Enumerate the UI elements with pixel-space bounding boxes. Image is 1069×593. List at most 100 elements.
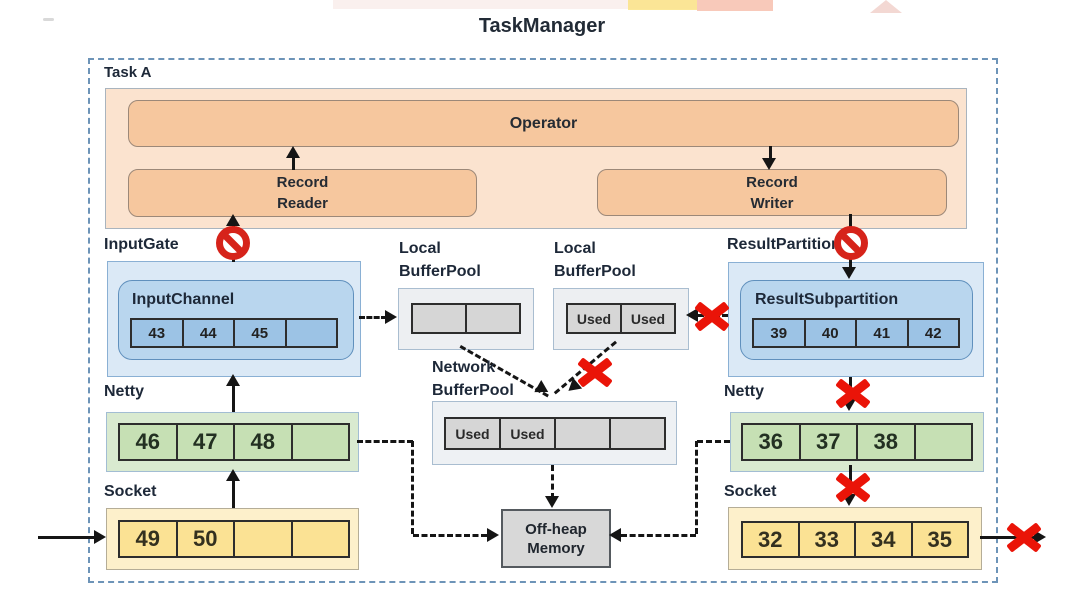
arrowhead [762, 158, 776, 170]
local-bufferpool-left-box [398, 288, 534, 350]
local-bufferpool-right-cells: Used Used [566, 303, 676, 334]
operator-box: Operator [128, 100, 959, 147]
arrowhead [226, 374, 240, 386]
buffer-cell: 49 [118, 520, 178, 558]
top-highlight-band [333, 0, 698, 9]
buffer-cell: 36 [741, 423, 801, 461]
inputgate-label: InputGate [104, 236, 179, 253]
buffer-cell: 43 [130, 318, 184, 348]
buffer-cell [913, 423, 973, 461]
buffer-cell [233, 520, 293, 558]
arrowhead [385, 310, 397, 324]
dashed-netty-left-elbow-v [411, 441, 414, 534]
dashed-networkpool-to-offheap [551, 465, 554, 499]
inputchannel-box: InputChannel 43 44 45 [118, 280, 354, 360]
top-left-smudge [43, 18, 54, 21]
buffer-cell: 38 [856, 423, 916, 461]
buffer-cell: 40 [803, 318, 857, 348]
arrowhead [226, 214, 240, 226]
dashed-netty-right-elbow-v [695, 441, 698, 534]
socket-left-label: Socket [104, 483, 157, 500]
backpressure-x-netty-to-socket [834, 472, 872, 502]
blocked-icon-resultpartition [834, 226, 868, 260]
arrow-reader-to-operator [292, 150, 295, 170]
record-writer-label-line1: Record [746, 173, 798, 191]
netty-left-label: Netty [104, 383, 145, 400]
buffer-cell: 32 [741, 521, 800, 558]
local-bufferpool-right-box: Used Used [553, 288, 689, 350]
arrowhead [226, 469, 240, 481]
offheap-memory-box: Off-heap Memory [501, 509, 611, 568]
buffer-cell [609, 417, 666, 450]
dashed-inputchannel-to-localpool [359, 316, 387, 319]
buffer-cell: 42 [906, 318, 960, 348]
top-highlight-yellow [628, 0, 698, 10]
operator-label: Operator [509, 115, 578, 132]
buffer-cell: 44 [181, 318, 235, 348]
netty-left-cells: 46 47 48 [118, 423, 350, 461]
buffer-cell: 46 [118, 423, 178, 461]
offheap-label-line2: Memory [527, 539, 585, 557]
buffer-cell: Used [620, 303, 676, 334]
arrow-incoming-left [38, 536, 96, 539]
local-bufferpool-left-cells [411, 303, 521, 334]
buffer-cell: 35 [910, 521, 969, 558]
socket-left-box: 49 50 [106, 508, 359, 570]
buffer-cell: Used [444, 417, 501, 450]
dashed-netty-right-elbow-h2 [621, 534, 696, 537]
offheap-label-line1: Off-heap [525, 520, 587, 538]
task-a-dashed-box [88, 58, 998, 583]
network-bufferpool-box: Used Used [432, 401, 677, 465]
inputchannel-label: InputChannel [132, 291, 235, 308]
top-highlight-salmon [697, 0, 773, 11]
buffer-cell [284, 318, 338, 348]
buffer-cell: 37 [798, 423, 858, 461]
buffer-cell [290, 423, 350, 461]
resultsubpartition-buffer-row: 39 40 41 42 [752, 318, 960, 348]
record-writer-box: Record Writer [597, 169, 947, 216]
arrowhead [94, 530, 106, 544]
resultsubpartition-label: ResultSubpartition [755, 291, 899, 308]
record-reader-box: Record Reader [128, 169, 477, 217]
netty-right-label: Netty [724, 383, 765, 400]
netty-right-box: 36 37 38 [730, 412, 984, 472]
top-highlight-triangle [870, 0, 902, 13]
buffer-cell: Used [566, 303, 622, 334]
socket-right-label: Socket [724, 483, 777, 500]
buffer-cell: 33 [797, 521, 856, 558]
local-bufferpool-left-label: Local BufferPool [399, 240, 481, 280]
socket-right-box: 32 33 34 35 [728, 507, 982, 570]
resultpartition-label: ResultPartition [727, 236, 841, 253]
dashed-netty-right-elbow-h1 [697, 440, 730, 443]
buffer-cell: 34 [854, 521, 913, 558]
backpressure-x-localpool-to-networkpool [576, 357, 614, 387]
arrowhead [286, 146, 300, 158]
buffer-cell [465, 303, 521, 334]
socket-right-cells: 32 33 34 35 [741, 521, 969, 558]
blocked-icon-inputgate [216, 226, 250, 260]
buffer-cell: 45 [233, 318, 287, 348]
record-writer-label-line2: Writer [750, 194, 794, 212]
buffer-cell: Used [499, 417, 556, 450]
netty-right-cells: 36 37 38 [741, 423, 973, 461]
network-bufferpool-cells: Used Used [444, 417, 666, 450]
arrowhead [609, 528, 621, 542]
buffer-cell [411, 303, 467, 334]
task-a-label: Task A [104, 64, 152, 81]
buffer-cell: 47 [175, 423, 235, 461]
record-reader-label-line2: Reader [277, 195, 328, 212]
backpressure-x-resultsub-to-netty [834, 378, 872, 408]
resultsubpartition-box: ResultSubpartition 39 40 41 42 [740, 280, 973, 360]
netty-left-box: 46 47 48 [106, 412, 359, 472]
socket-left-cells: 49 50 [118, 520, 350, 558]
inputchannel-buffer-row: 43 44 45 [130, 318, 338, 348]
record-reader-label-line1: Record [276, 174, 329, 191]
backpressure-x-outgoing [1005, 522, 1043, 552]
buffer-cell [290, 520, 350, 558]
buffer-cell: 48 [233, 423, 293, 461]
local-bufferpool-right-label: Local BufferPool [554, 240, 636, 280]
backpressure-x-resultsub-to-localpool [693, 301, 731, 331]
arrowhead [545, 496, 559, 508]
arrow-operator-to-writer [769, 146, 772, 160]
